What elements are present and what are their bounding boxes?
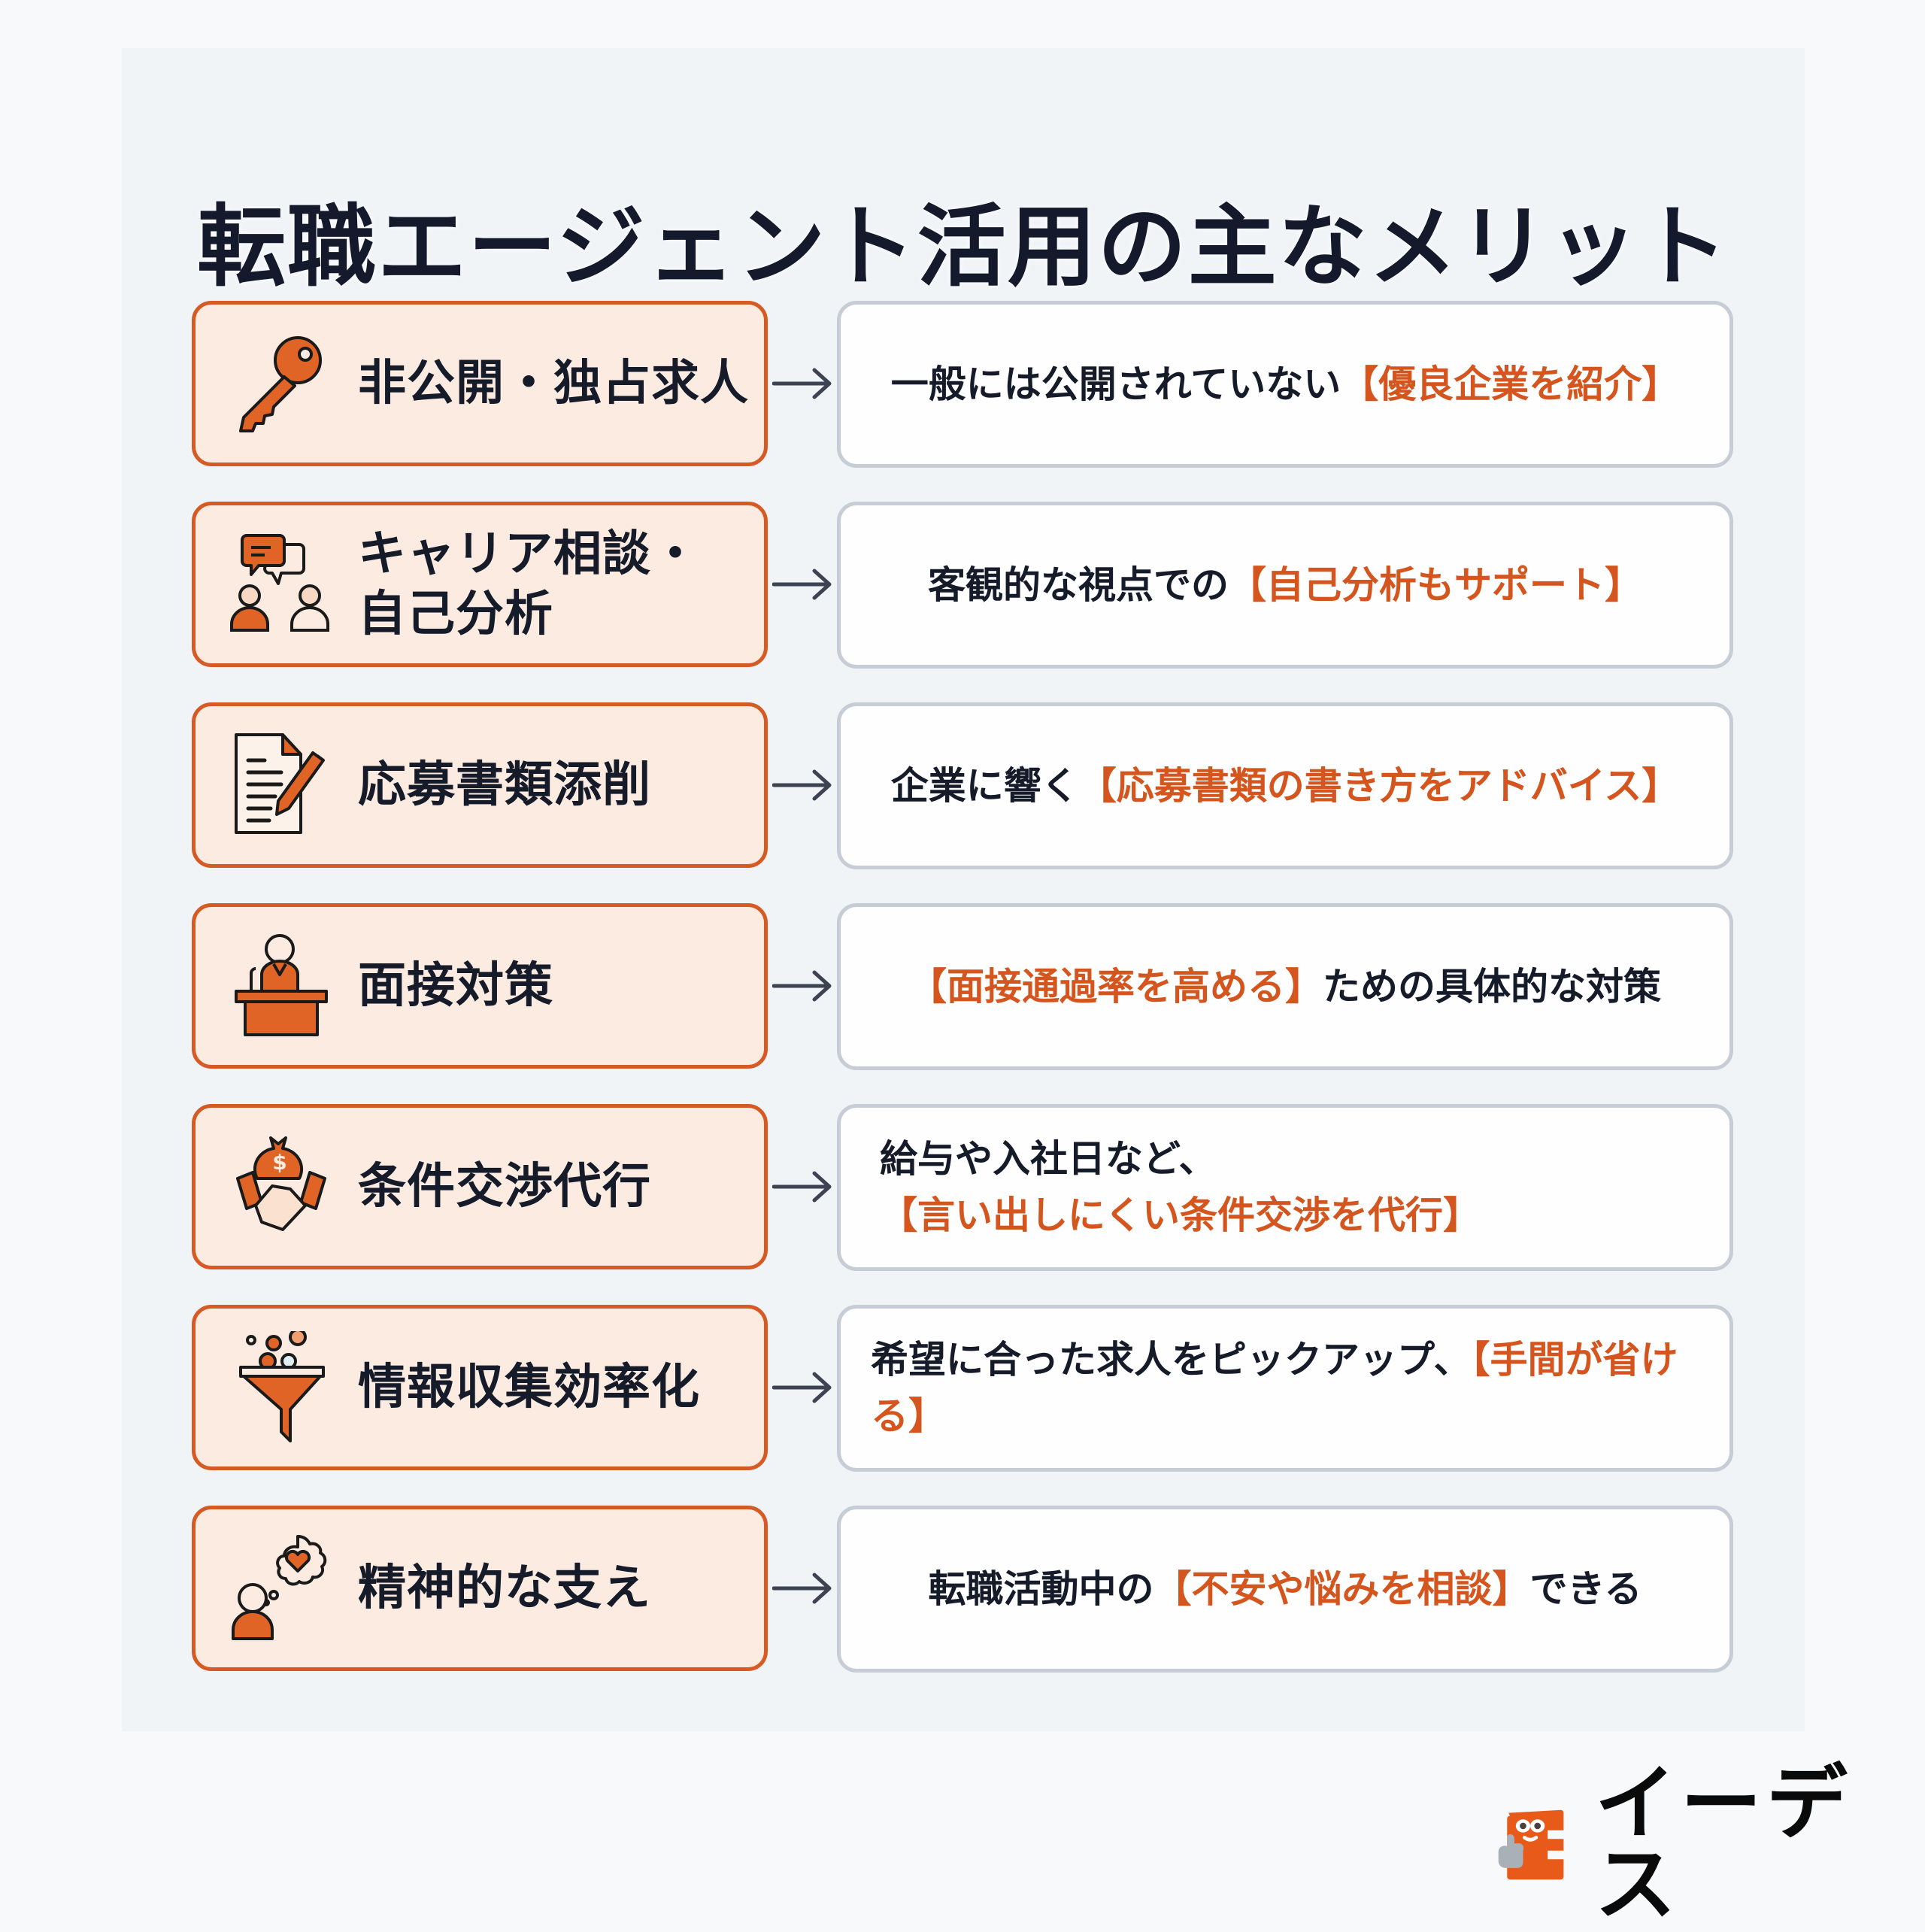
arrow-right-icon bbox=[772, 1372, 832, 1403]
benefit-card: キャリア相談・ 自己分析 bbox=[192, 502, 768, 667]
benefit-row-emotional-support: 精神的な支え 転職活動中の【不安や悩みを相談】できる bbox=[192, 1506, 1733, 1676]
benefit-title: 非公開・独占求人 bbox=[358, 356, 749, 411]
brand-logo: イーデス bbox=[1493, 1764, 1925, 1926]
emotional-support-icon bbox=[226, 1532, 338, 1645]
key-icon bbox=[226, 327, 338, 440]
description-highlight: 【手間が省ける】 bbox=[871, 1338, 1678, 1438]
brand-name: イーデス bbox=[1594, 1757, 1852, 1932]
benefit-row-interview-prep: 面接対策 【面接通過率を高める】ための具体的な対策 bbox=[192, 903, 1733, 1073]
description-text: 希望に合った求人をピックアップ、 bbox=[871, 1338, 1472, 1382]
arrow-right-icon bbox=[772, 1573, 832, 1604]
career-consultation-icon bbox=[226, 528, 338, 641]
funnel-icon bbox=[226, 1331, 338, 1444]
arrow-right-icon bbox=[772, 368, 832, 399]
description-highlight: 【面接通過率を高める】 bbox=[909, 964, 1323, 1008]
benefit-title: 面接対策 bbox=[358, 958, 553, 1014]
benefit-card: 面接対策 bbox=[192, 903, 768, 1069]
benefit-row-document-review: 応募書類添削 企業に響く【応募書類の書き方をアドバイス】 bbox=[192, 702, 1733, 872]
arrow-right-icon bbox=[772, 769, 832, 801]
benefit-description: 【面接通過率を高める】ための具体的な対策 bbox=[837, 903, 1733, 1070]
edes-mascot-logo-icon bbox=[1498, 1809, 1564, 1880]
benefit-title: キャリア相談・ 自己分析 bbox=[358, 526, 700, 642]
benefit-description: 転職活動中の【不安や悩みを相談】できる bbox=[837, 1506, 1733, 1673]
description-highlight: 【不安や悩みを相談】 bbox=[1153, 1567, 1530, 1611]
arrow-right-icon bbox=[772, 1171, 832, 1203]
document-edit-icon bbox=[226, 729, 338, 842]
benefit-description: 給与や入社日など、 【言い出しにくい条件交渉を代行】 bbox=[837, 1104, 1733, 1271]
money-handshake-icon: $ bbox=[226, 1130, 338, 1243]
arrow-right-icon bbox=[772, 970, 832, 1002]
description-highlight: 【言い出しにくい条件交渉を代行】 bbox=[880, 1193, 1481, 1237]
interview-podium-icon bbox=[226, 930, 338, 1042]
description-text: 給与や入社日など、 bbox=[880, 1137, 1217, 1181]
benefit-description: 企業に響く【応募書類の書き方をアドバイス】 bbox=[837, 702, 1733, 869]
benefit-row-career-consultation: キャリア相談・ 自己分析 客観的な視点での【自己分析もサポート】 bbox=[192, 502, 1733, 672]
benefit-title: 応募書類添削 bbox=[358, 757, 651, 813]
svg-text:$: $ bbox=[272, 1150, 286, 1175]
arrow-right-icon bbox=[772, 569, 832, 600]
benefit-title: 情報収集効率化 bbox=[358, 1360, 700, 1415]
description-text: 客観的な視点での bbox=[928, 563, 1229, 607]
benefit-card: 応募書類添削 bbox=[192, 702, 768, 868]
description-highlight: 【優良企業を紹介】 bbox=[1341, 362, 1680, 406]
benefit-description: 希望に合った求人をピックアップ、【手間が省ける】 bbox=[837, 1305, 1733, 1472]
description-text-after: できる bbox=[1529, 1567, 1642, 1611]
description-text: 企業に響く bbox=[890, 763, 1079, 808]
benefit-row-info-efficiency: 情報収集効率化 希望に合った求人をピックアップ、【手間が省ける】 bbox=[192, 1305, 1733, 1475]
description-text: 一般には公開されていない bbox=[890, 362, 1341, 406]
benefit-card: 非公開・独占求人 bbox=[192, 301, 768, 466]
description-highlight: 【応募書類の書き方をアドバイス】 bbox=[1078, 763, 1680, 808]
benefit-card: 情報収集効率化 bbox=[192, 1305, 768, 1470]
benefit-title: 精神的な支え bbox=[358, 1560, 651, 1616]
benefit-row-exclusive-jobs: 非公開・独占求人 一般には公開されていない【優良企業を紹介】 bbox=[192, 301, 1733, 471]
benefit-card: $ 条件交渉代行 bbox=[192, 1104, 768, 1269]
benefit-card: 精神的な支え bbox=[192, 1506, 768, 1671]
benefit-row-negotiation: $ 条件交渉代行 給与や入社日など、 【言い出しにくい条件交渉を代行】 bbox=[192, 1104, 1733, 1274]
benefit-title: 条件交渉代行 bbox=[358, 1159, 651, 1215]
description-text: 転職活動中の bbox=[928, 1567, 1154, 1611]
benefit-description: 客観的な視点での【自己分析もサポート】 bbox=[837, 502, 1733, 669]
page-title: 転職エージェント活用の主なメリット bbox=[197, 195, 1729, 299]
description-highlight: 【自己分析もサポート】 bbox=[1229, 563, 1642, 607]
description-text-after: ための具体的な対策 bbox=[1323, 964, 1661, 1008]
benefit-description: 一般には公開されていない【優良企業を紹介】 bbox=[837, 301, 1733, 468]
